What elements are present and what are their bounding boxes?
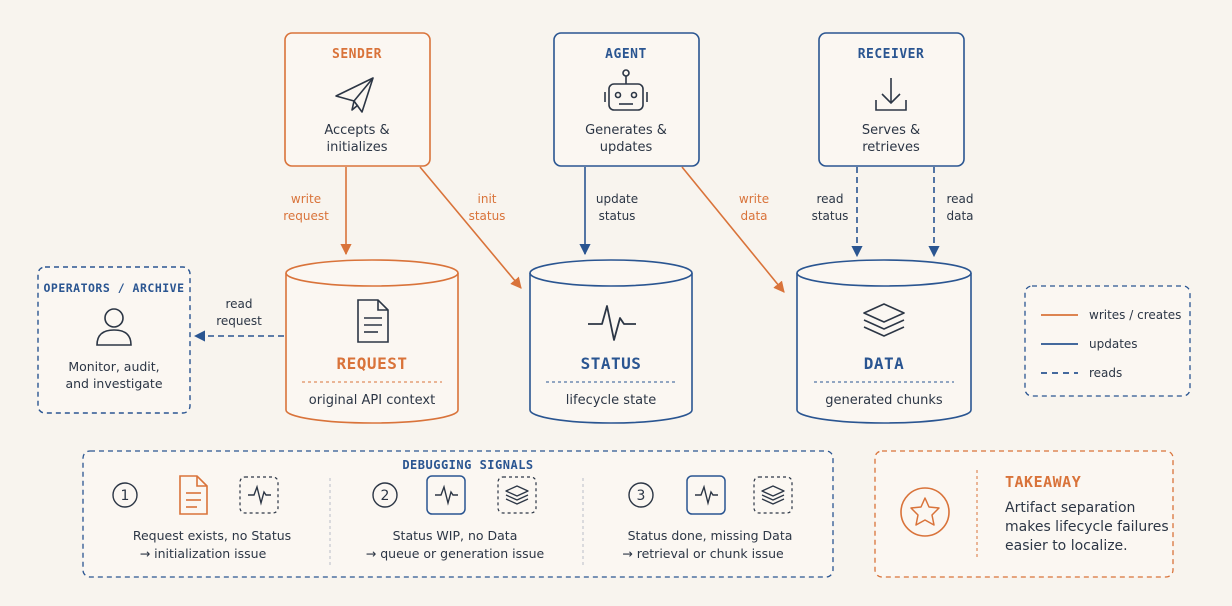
request-store: REQUEST original API context — [285, 259, 459, 424]
receiver-box: RECEIVER Serves & retrieves — [818, 32, 965, 167]
svg-text:status: status — [599, 209, 636, 223]
signal-3-number: 3 — [637, 488, 646, 504]
receiver-desc-line1: Serves & — [862, 123, 920, 138]
data-store-subtitle: generated chunks — [825, 393, 943, 408]
svg-text:data: data — [740, 209, 767, 223]
signal-1-line1: Request exists, no Status — [133, 528, 291, 543]
legend-writes-label: writes / creates — [1089, 308, 1181, 322]
person-icon — [96, 308, 132, 346]
document-icon — [179, 475, 208, 515]
download-icon — [875, 78, 907, 111]
legend-updates-label: updates — [1089, 337, 1138, 351]
sender-desc-line1: Accepts & — [324, 123, 389, 138]
status-store-title: STATUS — [581, 354, 642, 373]
takeaway-line2: makes lifecycle failures — [1005, 519, 1169, 535]
signal-1-number: 1 — [121, 488, 130, 504]
write-data-label: write data — [739, 192, 769, 223]
status-store-subtitle: lifecycle state — [566, 393, 656, 408]
update-status-label: update status — [596, 192, 638, 223]
paper-plane-icon — [335, 77, 374, 113]
read-status-label: read status — [812, 192, 849, 223]
receiver-title: RECEIVER — [858, 47, 925, 62]
operators-desc-line1: Monitor, audit, — [68, 359, 159, 374]
sender-title: SENDER — [332, 47, 382, 62]
svg-text:read: read — [946, 192, 973, 206]
takeaway-line1: Artifact separation — [1005, 500, 1135, 516]
write-data-arrow — [681, 166, 785, 293]
agent-desc-line1: Generates & — [585, 123, 667, 138]
takeaway-line3: easier to localize. — [1005, 538, 1128, 554]
agent-title: AGENT — [605, 47, 647, 62]
svg-text:init: init — [478, 192, 497, 206]
signal-3-line1: Status done, missing Data — [628, 528, 793, 543]
svg-text:read: read — [816, 192, 843, 206]
svg-text:request: request — [283, 209, 329, 223]
svg-text:request: request — [216, 314, 262, 328]
svg-text:data: data — [946, 209, 973, 223]
agent-desc-line2: updates — [600, 140, 653, 155]
data-store-title: DATA — [864, 354, 905, 373]
request-store-subtitle: original API context — [309, 393, 435, 408]
operators-desc-line2: and investigate — [65, 376, 162, 391]
signal-1: 1 Request exists, no Status → initializa… — [112, 475, 291, 561]
request-store-title: REQUEST — [337, 354, 408, 373]
receiver-desc-line2: retrieves — [862, 140, 920, 155]
debugging-signals-panel: DEBUGGING SIGNALS 1 Request exists, no S… — [82, 450, 834, 578]
sender-box: SENDER Accepts & initializes — [284, 32, 431, 167]
sender-desc-line2: initializes — [327, 140, 388, 155]
layers-icon — [497, 476, 537, 514]
document-icon — [357, 299, 389, 343]
svg-text:status: status — [812, 209, 849, 223]
pulse-icon — [426, 475, 466, 515]
layers-icon — [863, 303, 905, 337]
pulse-icon — [588, 305, 636, 341]
signal-2-number: 2 — [381, 488, 390, 504]
legend: writes / creates updates reads — [1024, 285, 1191, 397]
read-data-label: read data — [946, 192, 973, 223]
init-status-arrow — [419, 166, 522, 289]
takeaway-title: TAKEAWAY — [1005, 473, 1081, 491]
legend-reads-label: reads — [1089, 366, 1122, 380]
signal-2-line2: → queue or generation issue — [366, 546, 545, 561]
operators-title: OPERATORS / ARCHIVE — [43, 281, 184, 295]
data-store: DATA generated chunks — [796, 259, 972, 424]
debugging-title: DEBUGGING SIGNALS — [402, 458, 533, 472]
signal-1-line2: → initialization issue — [140, 546, 267, 561]
signal-2: 2 Status WIP, no Data → queue or generat… — [366, 475, 545, 561]
read-request-label: read request — [216, 297, 262, 328]
svg-text:write: write — [291, 192, 321, 206]
star-icon — [900, 487, 950, 537]
svg-text:update: update — [596, 192, 638, 206]
pulse-icon — [239, 476, 279, 514]
layers-icon — [753, 476, 793, 514]
status-store: STATUS lifecycle state — [529, 259, 693, 424]
robot-icon — [604, 69, 648, 111]
signal-3-line2: → retrieval or chunk issue — [622, 546, 784, 561]
write-request-label: write request — [283, 192, 329, 223]
signal-3: 3 Status done, missing Data → retrieval … — [622, 475, 793, 561]
agent-box: AGENT Generates & updates — [553, 32, 700, 167]
takeaway-panel: TAKEAWAY Artifact separation makes lifec… — [874, 450, 1174, 578]
init-status-label: init status — [469, 192, 506, 223]
operators-box: OPERATORS / ARCHIVE Monitor, audit, and … — [37, 266, 191, 414]
svg-text:write: write — [739, 192, 769, 206]
svg-text:status: status — [469, 209, 506, 223]
signal-2-line1: Status WIP, no Data — [393, 528, 518, 543]
svg-text:read: read — [225, 297, 252, 311]
pulse-icon — [686, 475, 726, 515]
